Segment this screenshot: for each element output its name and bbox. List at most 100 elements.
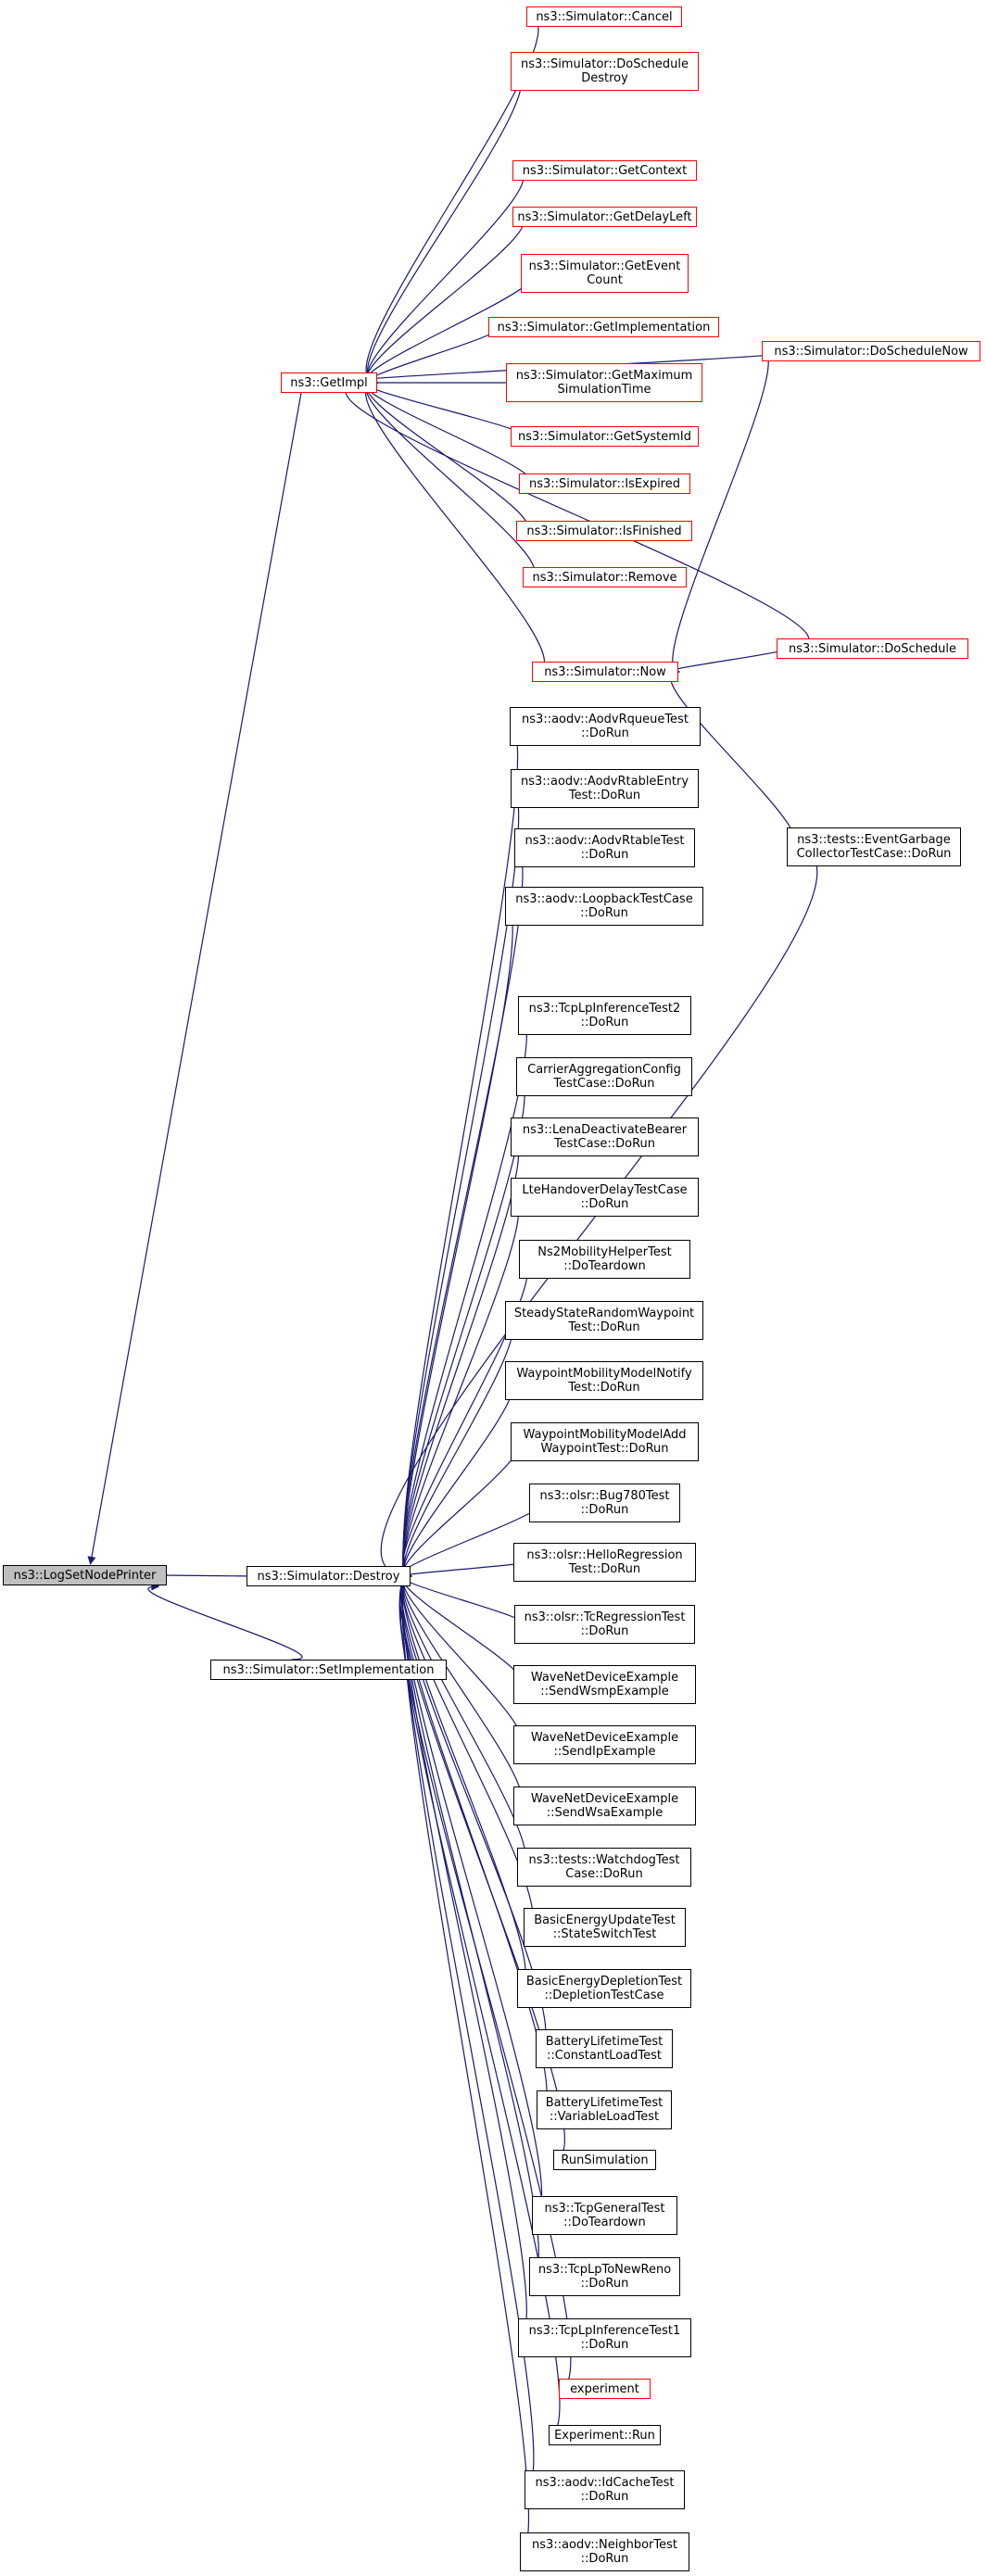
edge-getcontext-to-getimpl [366,170,525,387]
node-simulator-do-schedule-destroy[interactable]: ns3::Simulator::DoSchedule Destroy [511,52,699,91]
node-battery-lifetime-constant-load-test[interactable]: BatteryLifetimeTest ::ConstantLoadTest [536,2029,673,2068]
node-run-simulation[interactable]: RunSimulation [553,2150,656,2170]
node-tcp-lp-to-new-reno[interactable]: ns3::TcpLpToNewReno ::DoRun [529,2257,680,2296]
node-label: ns3::tests::WatchdogTest Case::DoRun [528,1853,680,1881]
node-waypoint-mobility-model-notify-test[interactable]: WaypointMobilityModelNotify Test::DoRun [505,1361,703,1400]
edge-cancel-to-getimpl [365,16,539,387]
node-get-impl[interactable]: ns3::GetImpl [281,373,377,393]
node-label: LteHandoverDelayTestCase ::DoRun [522,1183,688,1211]
edge-getdelayleft-to-getimpl [366,216,525,387]
edge-dosched-to-getimpl [345,378,810,650]
edge-remove-to-getimpl [365,378,536,578]
node-simulator-destroy[interactable]: ns3::Simulator::Destroy [246,1566,411,1586]
node-label: ns3::Simulator::Cancel [536,9,673,24]
edge-getsystemid-to-getimpl [367,378,522,437]
node-label: ns3::TcpLpInferenceTest2 ::DoRun [528,1002,681,1029]
node-label: ns3::LenaDeactivateBearer TestCase::DoRu… [522,1123,688,1151]
node-label: ns3::GetImpl [290,375,368,390]
node-label: ns3::Simulator::IsExpired [528,476,680,491]
node-label: experiment [570,2381,639,2396]
node-event-garbage-collector-test-case[interactable]: ns3::tests::EventGarbage CollectorTestCa… [787,827,961,866]
node-log-set-node-printer: ns3::LogSetNodePrinter [3,1565,167,1585]
node-simulator-remove[interactable]: ns3::Simulator::Remove [523,567,687,587]
node-simulator-get-system-id[interactable]: ns3::Simulator::GetSystemId [511,426,699,447]
node-experiment[interactable]: experiment [559,2379,651,2399]
node-steady-state-random-waypoint-test[interactable]: SteadyStateRandomWaypoint Test::DoRun [505,1301,703,1340]
node-label: ns3::tests::EventGarbage CollectorTestCa… [796,833,952,861]
node-label: ns3::Simulator::Destroy [257,1569,400,1584]
node-label: ns3::Simulator::DoSchedule [788,641,957,656]
node-basic-energy-update-test[interactable]: BasicEnergyUpdateTest ::StateSwitchTest [524,1908,686,1947]
node-simulator-cancel[interactable]: ns3::Simulator::Cancel [526,6,682,27]
node-olsr-bug780-test[interactable]: ns3::olsr::Bug780Test ::DoRun [529,1484,680,1522]
node-label: Experiment::Run [554,2428,655,2443]
node-simulator-set-implementation[interactable]: ns3::Simulator::SetImplementation [210,1660,447,1680]
edge-setimpl-to-root [147,1582,303,1661]
node-label: Ns2MobilityHelperTest ::DoTeardown [537,1245,672,1273]
node-simulator-now[interactable]: ns3::Simulator::Now [532,662,678,682]
node-olsr-tc-regression-test[interactable]: ns3::olsr::TcRegressionTest ::DoRun [514,1605,695,1644]
node-label: ns3::Simulator::SetImplementation [222,1662,435,1677]
edge-steadystate-to-destroy [403,1320,513,1581]
node-label: BatteryLifetimeTest ::ConstantLoadTest [545,2035,664,2063]
node-label: ns3::Simulator::GetImplementation [497,320,711,335]
node-label: ns3::Simulator::GetMaximum SimulationTim… [515,369,693,397]
node-aodv-loopback-test-case[interactable]: ns3::aodv::LoopbackTestCase ::DoRun [505,887,703,926]
node-tcp-general-test[interactable]: ns3::TcpGeneralTest ::DoTeardown [532,2196,677,2235]
node-label: ns3::aodv::IdCacheTest ::DoRun [535,2476,675,2504]
edge-exprun-to-destroy [399,1572,561,2436]
node-aodv-neighbor-test[interactable]: ns3::aodv::NeighborTest ::DoRun [520,2532,689,2571]
node-label: WaypointMobilityModelAdd WaypointTest::D… [523,1428,687,1456]
node-label: ns3::Simulator::GetEvent Count [528,259,681,287]
node-ns2-mobility-helper-test[interactable]: Ns2MobilityHelperTest ::DoTeardown [519,1240,690,1279]
node-wave-net-device-send-wsa-example[interactable]: WaveNetDeviceExample ::SendWsaExample [513,1787,696,1825]
node-carrier-aggregation-config-test-case[interactable]: CarrierAggregationConfig TestCase::DoRun [516,1057,692,1096]
node-label: ns3::TcpLpInferenceTest1 ::DoRun [528,2324,681,2352]
node-label: SteadyStateRandomWaypoint Test::DoRun [513,1307,695,1334]
node-aodv-rtable-entry-test[interactable]: ns3::aodv::AodvRtableEntry Test::DoRun [511,769,699,808]
node-label: ns3::TcpLpToNewReno ::DoRun [537,2263,672,2291]
node-wave-net-device-send-ip-example[interactable]: WaveNetDeviceExample ::SendIpExample [513,1725,696,1764]
node-simulator-get-event-count[interactable]: ns3::Simulator::GetEvent Count [521,254,689,293]
node-simulator-get-delay-left[interactable]: ns3::Simulator::GetDelayLeft [512,207,697,227]
node-label: ns3::olsr::Bug780Test ::DoRun [539,1489,670,1517]
node-label: BatteryLifetimeTest ::VariableLoadTest [545,2096,664,2124]
edge-tcplpinf1-to-destroy [402,1572,527,2339]
node-waypoint-mobility-model-add-waypoint-test[interactable]: WaypointMobilityModelAdd WaypointTest::D… [511,1422,699,1461]
node-aodv-rtable-test[interactable]: ns3::aodv::AodvRtableTest ::DoRun [514,828,695,867]
node-battery-lifetime-variable-load-test[interactable]: BatteryLifetimeTest ::VariableLoadTest [537,2090,672,2129]
node-label: ns3::Simulator::GetSystemId [517,429,692,444]
node-simulator-is-expired[interactable]: ns3::Simulator::IsExpired [519,474,690,494]
node-label: ns3::LogSetNodePrinter [13,1568,157,1583]
node-simulator-get-context[interactable]: ns3::Simulator::GetContext [512,160,697,181]
node-watchdog-test-case[interactable]: ns3::tests::WatchdogTest Case::DoRun [517,1848,691,1887]
node-simulator-get-implementation[interactable]: ns3::Simulator::GetImplementation [488,317,719,337]
node-experiment-run[interactable]: Experiment::Run [549,2425,661,2445]
node-lena-deactivate-bearer-test-case[interactable]: ns3::LenaDeactivateBearer TestCase::DoRu… [511,1118,699,1156]
node-simulator-do-schedule[interactable]: ns3::Simulator::DoSchedule [777,638,968,659]
node-label: ns3::aodv::AodvRtableTest ::DoRun [525,834,685,862]
node-label: WaveNetDeviceExample ::SendWsmpExample [530,1671,679,1698]
node-simulator-get-maximum-simulation-time[interactable]: ns3::Simulator::GetMaximum SimulationTim… [506,363,702,402]
node-label: BasicEnergyUpdateTest ::StateSwitchTest [534,1913,676,1941]
node-label: ns3::olsr::HelloRegression Test::DoRun [526,1548,683,1576]
edge-doschednow-to-now [671,350,769,676]
node-label: ns3::aodv::AodvRtableEntry Test::DoRun [520,775,689,802]
node-tcp-lp-inference-test-2[interactable]: ns3::TcpLpInferenceTest2 ::DoRun [518,996,691,1035]
node-label: WaypointMobilityModelNotify Test::DoRun [516,1367,692,1395]
node-tcp-lp-inference-test-1[interactable]: ns3::TcpLpInferenceTest1 ::DoRun [518,2318,691,2357]
node-label: ns3::Simulator::IsFinished [526,524,682,538]
node-lte-handover-delay-test-case[interactable]: LteHandoverDelayTestCase ::DoRun [511,1178,699,1217]
node-olsr-hello-regression-test[interactable]: ns3::olsr::HelloRegression Test::DoRun [513,1543,696,1582]
node-label: ns3::Simulator::Remove [532,570,677,585]
node-aodv-rqueue-test[interactable]: ns3::aodv::AodvRqueueTest ::DoRun [510,707,701,746]
node-basic-energy-depletion-test[interactable]: BasicEnergyDepletionTest ::DepletionTest… [517,1969,691,2008]
node-aodv-id-cache-test[interactable]: ns3::aodv::IdCacheTest ::DoRun [525,2470,685,2509]
edge-getimpl-to-root [87,392,302,1565]
node-simulator-do-schedule-now[interactable]: ns3::Simulator::DoScheduleNow [762,341,980,361]
node-wave-net-device-send-wsmp-example[interactable]: WaveNetDeviceExample ::SendWsmpExample [513,1665,696,1704]
node-label: CarrierAggregationConfig TestCase::DoRun [527,1063,681,1091]
node-label: ns3::aodv::LoopbackTestCase ::DoRun [515,892,693,920]
node-simulator-is-finished[interactable]: ns3::Simulator::IsFinished [516,521,692,541]
